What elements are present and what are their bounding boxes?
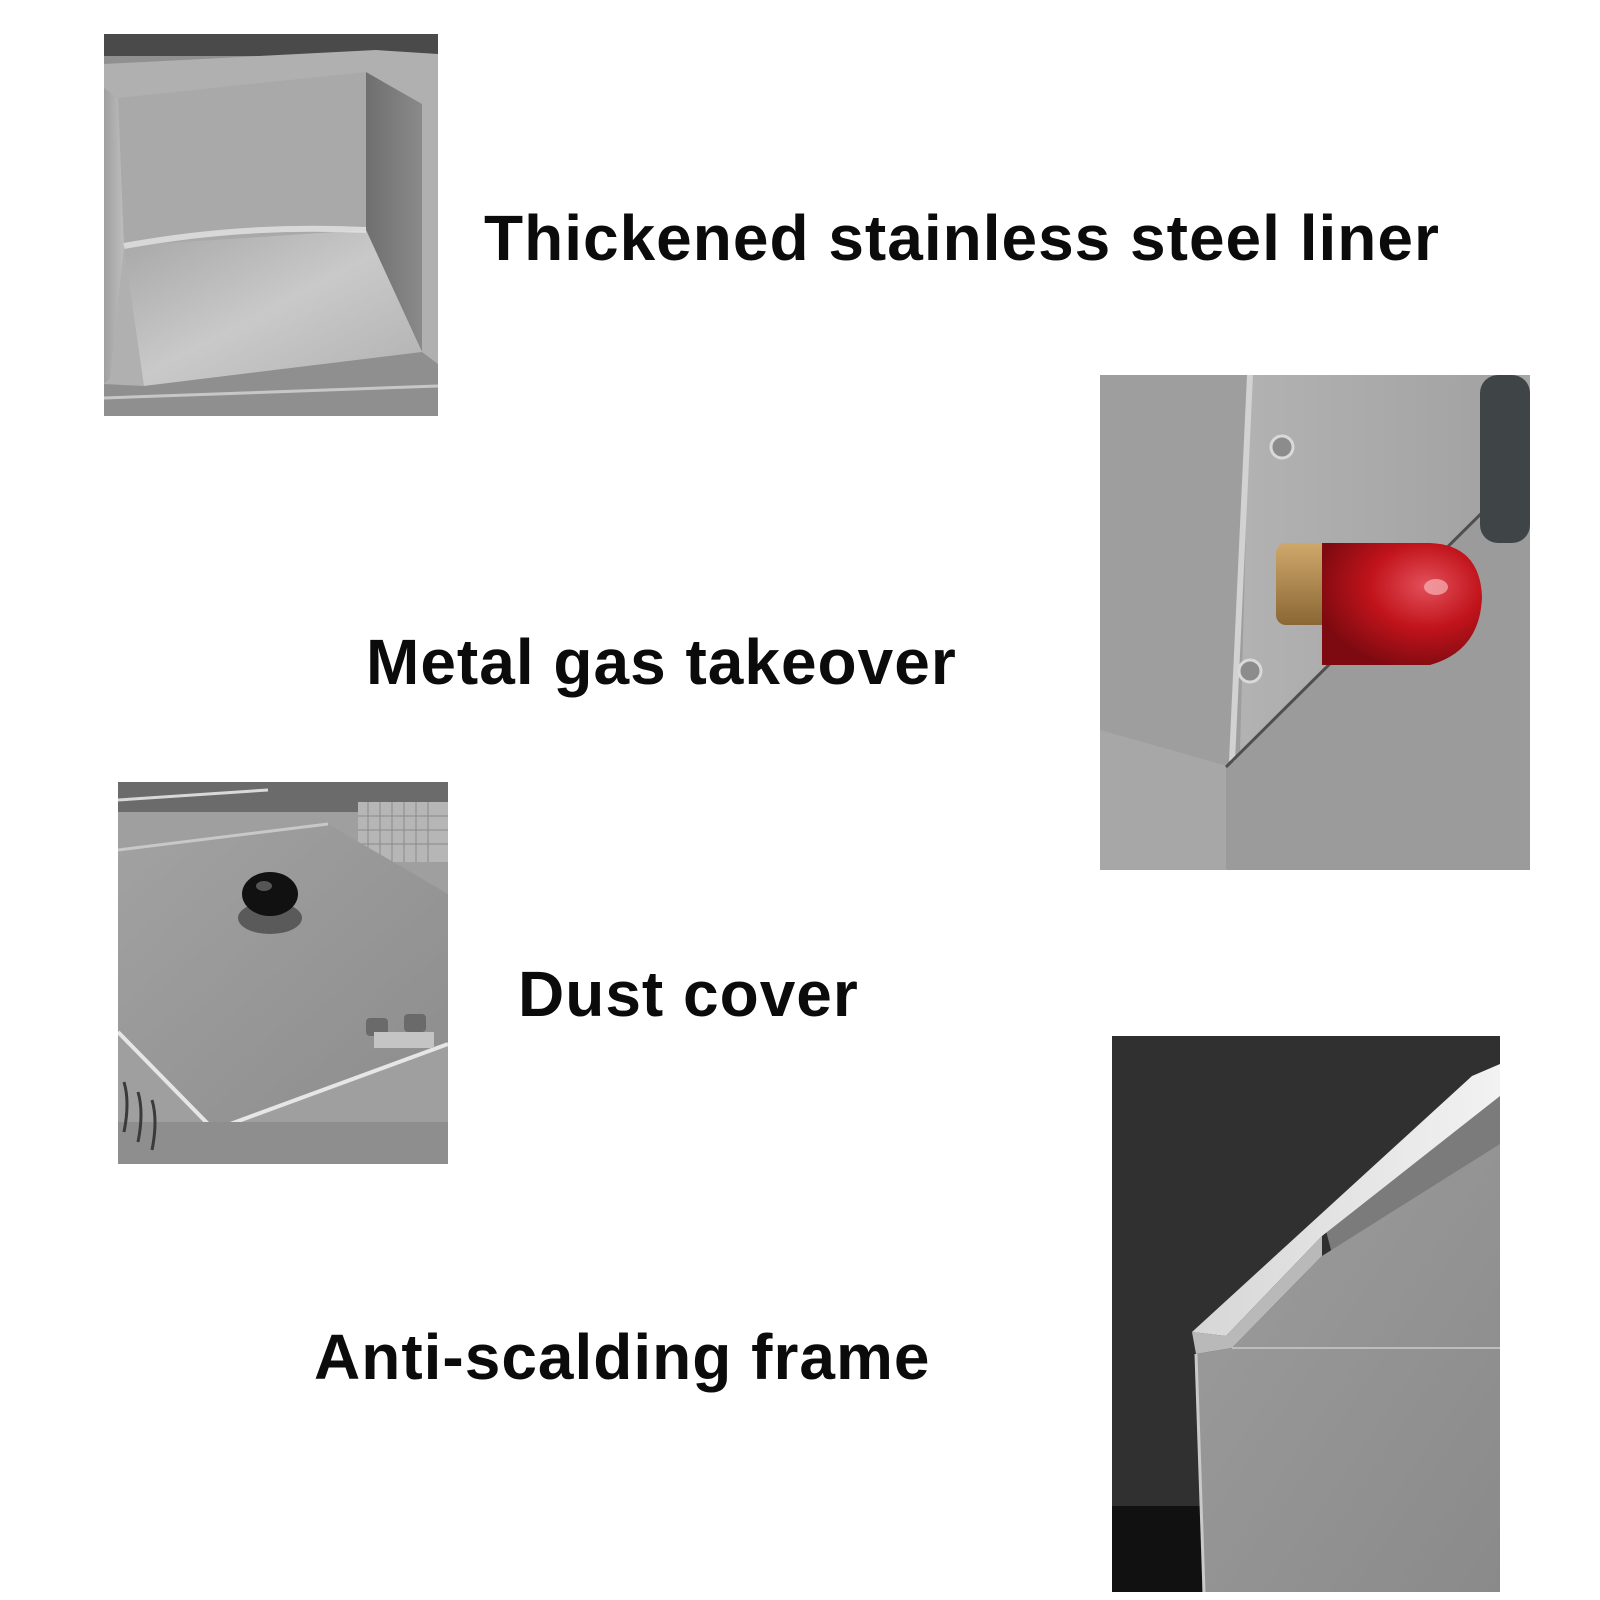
caption-dust-cover: Dust cover <box>518 958 859 1030</box>
frame-corner-photo <box>1112 1036 1500 1592</box>
dust-cover-photo <box>118 782 448 1164</box>
gas-connector-photo <box>1100 375 1530 870</box>
caption-anti-scalding-frame: Anti-scalding frame <box>314 1321 931 1393</box>
stainless-liner-photo <box>104 34 438 416</box>
caption-stainless-liner: Thickened stainless steel liner <box>484 202 1440 274</box>
caption-gas-takeover: Metal gas takeover <box>366 626 957 698</box>
